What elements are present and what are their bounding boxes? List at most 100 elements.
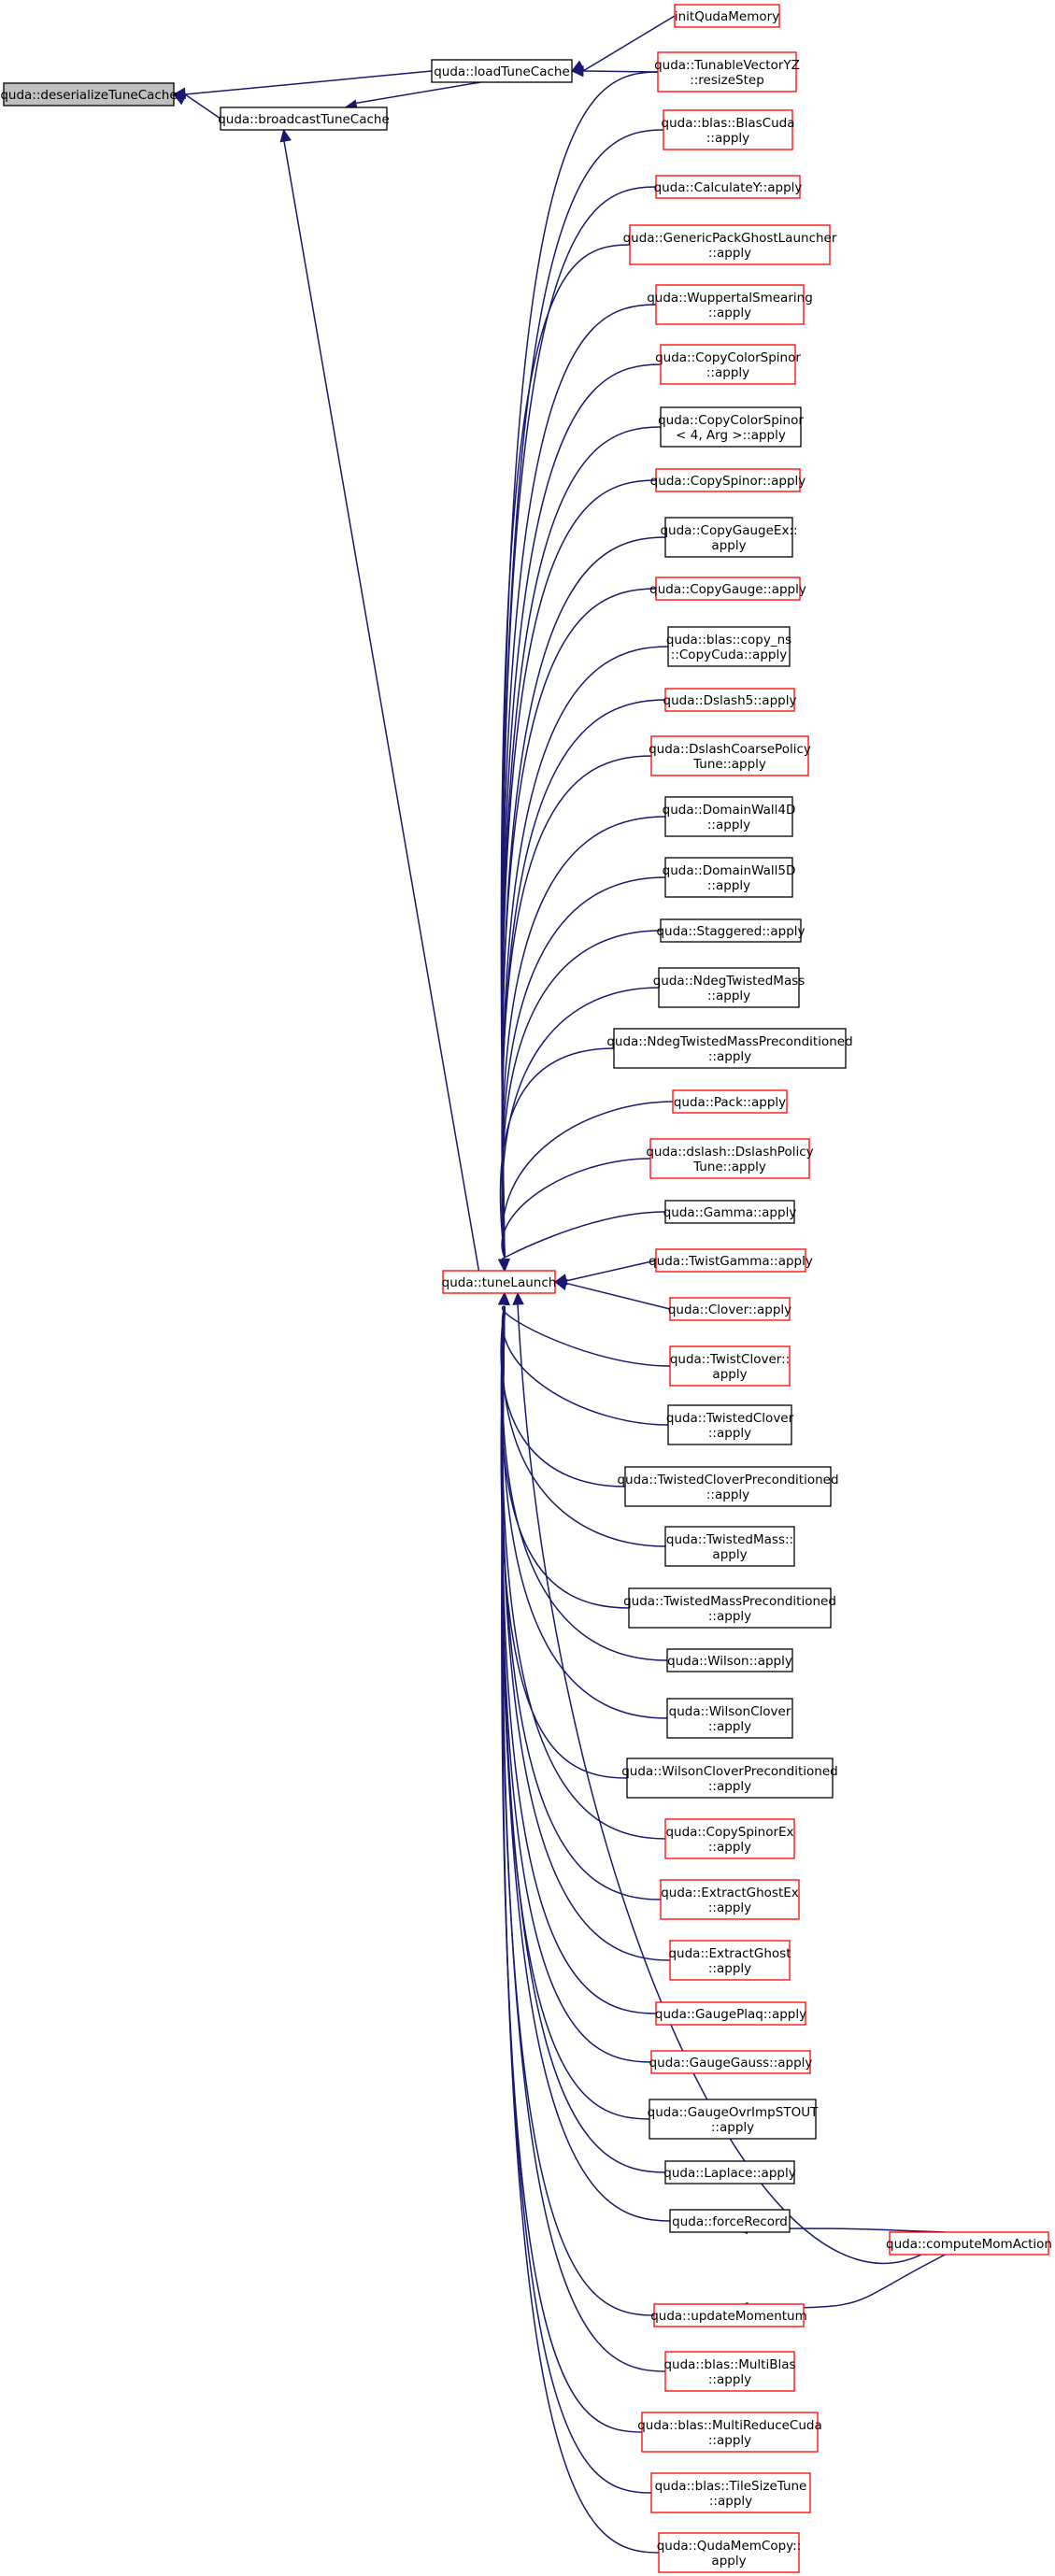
node-ccs[interactable]: quda::CopyColorSpinor::apply bbox=[655, 344, 801, 385]
node-box bbox=[666, 1648, 793, 1672]
node-label: quda::forceRecord bbox=[672, 2214, 788, 2229]
edge-clover-to-tune bbox=[553, 1278, 671, 1310]
node-label: ::apply bbox=[708, 1719, 751, 1734]
node-label: ::apply bbox=[708, 306, 751, 320]
node-egex[interactable]: quda::ExtractGhostEx::apply bbox=[660, 1879, 800, 1920]
node-box bbox=[660, 918, 802, 943]
node-box bbox=[649, 2099, 817, 2140]
edge-tune-to-broadcast bbox=[279, 128, 480, 1272]
edge-twmassp-to-tune bbox=[498, 1291, 630, 1609]
node-box bbox=[650, 2050, 811, 2074]
edge-line bbox=[501, 1305, 660, 2554]
node-eg[interactable]: quda::ExtractGhost::apply bbox=[668, 1940, 791, 1981]
edge-updmom-to-tune bbox=[498, 1291, 655, 2316]
node-label: quda::CopyGaugeEx:: bbox=[660, 523, 797, 538]
node-tst[interactable]: quda::blas::TileSizeTune::apply bbox=[650, 2472, 811, 2513]
edge-line bbox=[501, 930, 662, 1259]
node-label: ::apply bbox=[707, 878, 750, 893]
node-tune[interactable]: quda::tuneLaunch bbox=[442, 1270, 557, 1294]
edge-line bbox=[565, 1282, 671, 1310]
edge-line bbox=[501, 304, 657, 1259]
node-label: quda::tuneLaunch bbox=[442, 1275, 557, 1290]
node-pack[interactable]: quda::Pack::apply bbox=[672, 1089, 788, 1114]
node-mrc[interactable]: quda::blas::MultiReduceCuda::apply bbox=[637, 2412, 822, 2453]
node-label: quda::QudaMemCopy:: bbox=[657, 2539, 802, 2554]
edge-line bbox=[500, 1305, 626, 1487]
node-broadcast: quda::broadcastTuneCache bbox=[218, 107, 390, 131]
node-label: quda::updateMomentum bbox=[650, 2309, 807, 2324]
edge-line bbox=[501, 426, 662, 1259]
node-updmom[interactable]: quda::updateMomentum bbox=[650, 2303, 807, 2327]
node-blascuda[interactable]: quda::blas::BlasCuda::apply bbox=[662, 109, 795, 150]
node-tgamma[interactable]: quda::TwistGamma::apply bbox=[649, 1248, 813, 1273]
edge-gamma-to-tune bbox=[498, 1211, 666, 1273]
arrow-head bbox=[553, 1278, 568, 1290]
node-label: quda::CopyGauge::apply bbox=[649, 582, 806, 597]
node-cgauge[interactable]: quda::CopyGauge::apply bbox=[649, 576, 806, 601]
node-gplaq[interactable]: quda::GaugePlaq::apply bbox=[655, 2001, 806, 2026]
node-clover[interactable]: quda::Clover::apply bbox=[668, 1297, 791, 1321]
node-deserialize: quda::deserializeTuneCache bbox=[0, 82, 178, 107]
node-label: quda::Pack::apply bbox=[674, 1095, 786, 1110]
node-box bbox=[663, 109, 793, 150]
node-box bbox=[664, 857, 793, 898]
node-label: ::resizeStep bbox=[690, 73, 764, 88]
node-cspex[interactable]: quda::CopySpinorEx::apply bbox=[664, 1818, 795, 1859]
arrow-head bbox=[498, 1291, 510, 1305]
node-box bbox=[655, 284, 805, 325]
edge-gplaq-to-tune bbox=[498, 1291, 657, 2014]
edge-line bbox=[500, 1305, 628, 1779]
edge-line bbox=[501, 816, 666, 1259]
node-gamma: quda::Gamma::apply bbox=[663, 1200, 796, 1224]
node-label: quda::TwistClover:: bbox=[670, 1352, 790, 1367]
node-box bbox=[655, 175, 801, 199]
node-label: quda::TwistedCloverPreconditioned bbox=[617, 1473, 838, 1487]
edge-broadcast-to-deserialize bbox=[172, 93, 221, 120]
node-label: quda::DomainWall5D bbox=[663, 863, 796, 878]
edge-line bbox=[501, 1305, 669, 1426]
node-initmem[interactable]: initQudaMemory bbox=[674, 4, 780, 28]
node-ggauss[interactable]: quda::GaugeGauss::apply bbox=[649, 2050, 813, 2074]
node-tclover[interactable]: quda::TwistClover::apply bbox=[669, 1345, 791, 1387]
node-tvyz[interactable]: quda::TunableVectorYZ::resizeStep bbox=[654, 51, 800, 93]
arrow-head bbox=[512, 1291, 524, 1305]
node-label: ::apply bbox=[708, 1779, 751, 1794]
node-twclover: quda::TwistedClover::apply bbox=[666, 1404, 794, 1445]
edge-govr-to-tune bbox=[498, 1291, 650, 2120]
node-label: ::apply bbox=[708, 2433, 751, 2448]
node-cma[interactable]: quda::computeMomAction bbox=[886, 2231, 1052, 2256]
node-box bbox=[664, 517, 793, 558]
edge-line bbox=[501, 588, 657, 1259]
node-calcy[interactable]: quda::CalculateY::apply bbox=[654, 175, 803, 199]
edge-line bbox=[565, 1260, 657, 1282]
edge-line bbox=[501, 699, 666, 1259]
edge-tclover-to-tune bbox=[498, 1291, 671, 1367]
node-label: quda::CopyColorSpinor bbox=[658, 413, 804, 428]
node-box bbox=[664, 796, 793, 837]
node-label: Tune::apply bbox=[692, 1160, 766, 1174]
edge-line bbox=[500, 244, 631, 1259]
node-box bbox=[889, 2231, 1049, 2256]
node-cspinor[interactable]: quda::CopySpinor::apply bbox=[650, 468, 806, 492]
node-label: quda::GaugeGauss::apply bbox=[649, 2056, 813, 2071]
node-qmc[interactable]: quda::QudaMemCopy::apply bbox=[657, 2532, 802, 2573]
edge-twmass-to-tune bbox=[498, 1291, 666, 1547]
node-label: Tune::apply bbox=[692, 757, 766, 772]
node-box bbox=[655, 468, 801, 492]
node-label: ::apply bbox=[708, 1900, 751, 1915]
node-label: quda::GaugePlaq::apply bbox=[655, 2007, 806, 2022]
node-cgex: quda::CopyGaugeEx::apply bbox=[660, 517, 798, 558]
node-wupp[interactable]: quda::WuppertalSmearing::apply bbox=[647, 284, 813, 325]
arrow-head bbox=[570, 64, 584, 78]
edge-line bbox=[748, 2254, 946, 2309]
edge-load-to-broadcast bbox=[344, 81, 481, 111]
node-label: quda::dslash::DslashPolicy bbox=[646, 1145, 813, 1160]
node-wilson: quda::Wilson::apply bbox=[666, 1648, 793, 1672]
node-label: quda::CalculateY::apply bbox=[654, 180, 803, 195]
node-gpgl[interactable]: quda::GenericPackGhostLauncher::apply bbox=[623, 224, 837, 265]
node-dslash5[interactable]: quda::Dslash5::apply bbox=[663, 688, 797, 712]
node-multiblas[interactable]: quda::blas::MultiBlas::apply bbox=[663, 2351, 796, 2392]
edge-dslash5-to-tune bbox=[498, 699, 666, 1273]
